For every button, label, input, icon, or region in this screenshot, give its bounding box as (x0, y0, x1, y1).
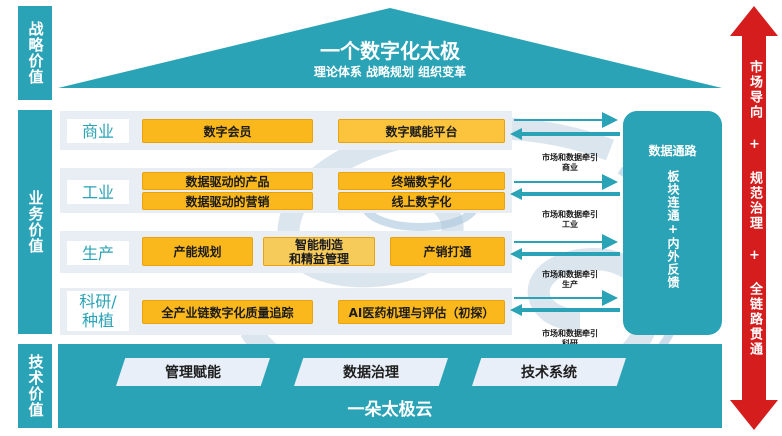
technology-value-text: 技术价值 (26, 354, 45, 418)
foundation-item-tech-system: 技术系统 (472, 358, 626, 386)
arrow-from-channel-1 (510, 128, 620, 140)
arrow-from-channel-4 (510, 304, 620, 316)
tag-ai-medicine-evaluation: AI医药机理与评估（初探） (338, 300, 505, 324)
row-label-research: 科研/ 种植 (67, 291, 129, 331)
right-double-arrow (730, 6, 778, 430)
data-channel-panel (623, 111, 722, 335)
tag-digital-enablement-platform: 数字赋能平台 (338, 119, 505, 143)
strategy-value-text: 战略价值 (26, 21, 45, 85)
strategy-value-label: 战略价值 (18, 6, 52, 100)
traction-label-production: 市场和数据牵引 生产 (524, 260, 616, 290)
roof-subtitle: 理论体系 战略规划 组织变革 (313, 65, 467, 79)
business-value-label: 业务价值 (18, 110, 52, 334)
tag-production-sales-integration: 产销打通 (390, 237, 505, 266)
tag-terminal-digitalization: 终端数字化 (338, 172, 505, 190)
tag-data-driven-product: 数据驱动的产品 (142, 172, 313, 190)
right-arrow-label-text: 市场导向 + 规范治理 + 全链路贯通 (747, 60, 762, 357)
traction-label-industry-text: 市场和数据牵引 工业 (542, 210, 598, 229)
tag-smart-manufacturing-text: 智能制造 和精益管理 (288, 237, 349, 266)
traction-label-research-text: 市场和数据牵引 科研 (542, 329, 598, 348)
row-label-research-text: 科研/ 种植 (79, 292, 117, 330)
row-label-commerce: 商业 (67, 119, 129, 143)
foundation-item-data-governance: 数据治理 (294, 358, 448, 386)
tag-capacity-planning: 产能规划 (142, 237, 253, 266)
technology-value-label: 技术价值 (18, 344, 52, 428)
tag-data-driven-marketing: 数据驱动的营销 (142, 192, 313, 210)
data-channel-title: 数据通路 (648, 144, 697, 158)
traction-label-research: 市场和数据牵引 科研 (524, 319, 616, 349)
tag-quality-traceability: 全产业链数字化质量追踪 (142, 300, 313, 324)
row-label-industry: 工业 (67, 180, 129, 204)
roof-title: 一个数字化太极 (320, 39, 460, 63)
data-channel-body: 板块连通+内外反馈 (661, 170, 685, 300)
tag-smart-manufacturing: 智能制造 和精益管理 (263, 237, 375, 266)
tag-online-digitalization: 线上数字化 (338, 192, 505, 210)
right-arrow-label: 市场导向 + 规范治理 + 全链路贯通 (742, 60, 766, 380)
arrow-from-channel-3 (510, 248, 620, 260)
traction-label-industry: 市场和数据牵引 工业 (524, 200, 616, 230)
business-value-text: 业务价值 (26, 190, 45, 254)
traction-label-commerce: 市场和数据牵引 商业 (524, 143, 616, 173)
traction-label-commerce-text: 市场和数据牵引 商业 (542, 153, 598, 172)
traction-label-production-text: 市场和数据牵引 生产 (542, 270, 598, 289)
arrow-from-channel-2 (510, 188, 620, 200)
traction-arrows (510, 112, 620, 316)
tag-digital-member: 数字会员 (142, 119, 313, 143)
row-label-production: 生产 (67, 241, 129, 265)
foundation-item-management: 管理赋能 (116, 358, 270, 386)
roof-shape (58, 8, 722, 88)
foundation-title: 一朵太极云 (347, 400, 433, 420)
data-channel-body-text: 板块连通+内外反馈 (666, 170, 680, 289)
